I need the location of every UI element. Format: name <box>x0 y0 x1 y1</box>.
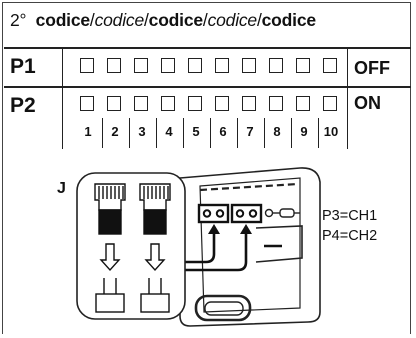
resistor-icon <box>264 208 300 218</box>
jumper-connector-icon <box>94 183 126 235</box>
channel-label-p3: P3=CH1 <box>322 208 378 224</box>
switch-box <box>107 96 121 111</box>
switch-box <box>269 58 283 73</box>
state-label-off: OFF <box>354 58 390 78</box>
switch-number-10: 10 <box>323 124 339 139</box>
title-sep-3: / <box>202 10 208 30</box>
switch-number-8: 8 <box>273 124 281 139</box>
switch-box <box>80 58 94 73</box>
row-label-p2: P2 <box>10 94 36 117</box>
title-part-2: codice <box>94 10 145 30</box>
row-label-p1: P1 <box>10 55 36 78</box>
switch-box <box>107 58 121 73</box>
num-divider <box>129 118 131 148</box>
jumper-label: J <box>57 180 66 197</box>
title-part-4: codice <box>207 10 258 30</box>
switch-box <box>215 96 229 111</box>
connector-dashes <box>199 182 299 192</box>
switch-box <box>242 96 256 111</box>
title-sep-4: / <box>256 10 262 30</box>
switch-number-4: 4 <box>165 124 173 139</box>
switch-box <box>242 58 256 73</box>
num-divider <box>183 118 185 148</box>
switch-box <box>134 96 148 111</box>
title-part-1: codice <box>35 10 90 30</box>
num-divider <box>318 118 320 148</box>
switch-number-6: 6 <box>219 124 227 139</box>
battery-outline <box>255 225 303 263</box>
switch-box <box>296 96 310 111</box>
switch-box <box>161 58 175 73</box>
title-prefix: 2° <box>10 10 27 30</box>
switch-box <box>161 96 175 111</box>
receiver-housing <box>179 167 321 327</box>
num-divider <box>210 118 212 148</box>
arrow-down-icon <box>99 243 166 272</box>
title-sep-1: / <box>89 10 95 30</box>
state-label-on: ON <box>354 93 381 113</box>
switch-box <box>269 96 283 111</box>
pin-header-icon <box>197 203 263 224</box>
insertion-arrows <box>183 232 248 272</box>
code-title: 2° codice/codice/codice/codice/codice <box>10 10 316 31</box>
channel-label-p4: P4=CH2 <box>322 228 378 244</box>
switch-number-1: 1 <box>84 124 92 139</box>
switch-box <box>80 96 94 111</box>
switch-box <box>323 96 337 111</box>
switch-box <box>188 58 202 73</box>
table-state-divider <box>347 47 349 149</box>
num-divider <box>237 118 239 148</box>
switch-number-2: 2 <box>111 124 119 139</box>
title-sep-2: / <box>143 10 149 30</box>
switch-box <box>323 58 337 73</box>
switch-number-7: 7 <box>246 124 254 139</box>
switch-box <box>188 96 202 111</box>
num-divider <box>156 118 158 148</box>
pin-header-icon <box>95 278 170 313</box>
switch-number-9: 9 <box>300 124 308 139</box>
switch-number-3: 3 <box>138 124 146 139</box>
title-part-5: codice <box>261 10 316 30</box>
jumper-connector-icon <box>139 183 171 235</box>
num-divider <box>264 118 266 148</box>
switch-number-5: 5 <box>192 124 200 139</box>
num-divider <box>291 118 293 148</box>
table-mid-line <box>4 86 411 88</box>
switch-box <box>296 58 310 73</box>
switch-box <box>215 58 229 73</box>
table-label-divider <box>62 47 64 149</box>
num-divider <box>102 118 104 148</box>
switch-box <box>134 58 148 73</box>
table-top-line <box>4 47 411 49</box>
diagram-frame <box>2 2 411 334</box>
title-part-3: codice <box>148 10 203 30</box>
